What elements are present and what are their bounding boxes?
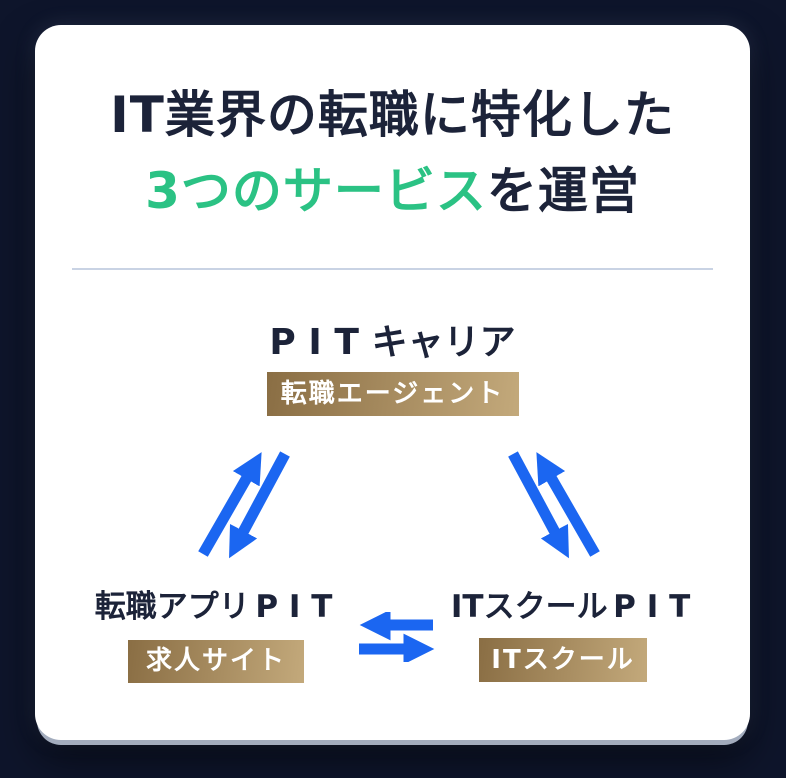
- node-pit-career-title: PITキャリア: [35, 313, 750, 365]
- badge-it-school: ITスクール: [479, 638, 647, 682]
- school-pit-pit-text: PIT: [613, 589, 702, 625]
- double-arrow-right-diagonal-icon: [508, 451, 600, 559]
- app-pit-prefix-text: 転職アプリ: [94, 589, 250, 625]
- badge-recruitment-agent: 転職エージェント: [266, 372, 519, 416]
- double-arrow-left-diagonal-icon: [198, 451, 290, 559]
- pit-career-suffix-text: キャリア: [371, 322, 516, 363]
- pit-career-pit-text: PIT: [269, 322, 372, 363]
- school-pit-prefix-text: ITスクール: [450, 589, 608, 625]
- headline-line2: 3つのサービスを運営: [35, 153, 750, 229]
- badge-job-site: 求人サイト: [128, 640, 304, 683]
- services-card: IT業界の転職に特化した 3つのサービスを運営 PITキャリア 転職エージェント: [35, 25, 750, 740]
- headline: IT業界の転職に特化した 3つのサービスを運営: [35, 77, 750, 229]
- headline-highlight: 3つのサービス: [145, 162, 487, 220]
- double-arrow-horizontal-icon: [359, 612, 435, 662]
- app-pit-pit-text: PIT: [255, 589, 344, 625]
- headline-line1: IT業界の転職に特化した: [110, 86, 675, 144]
- headline-line2-rest: を運営: [486, 162, 640, 220]
- section-divider: [72, 268, 713, 270]
